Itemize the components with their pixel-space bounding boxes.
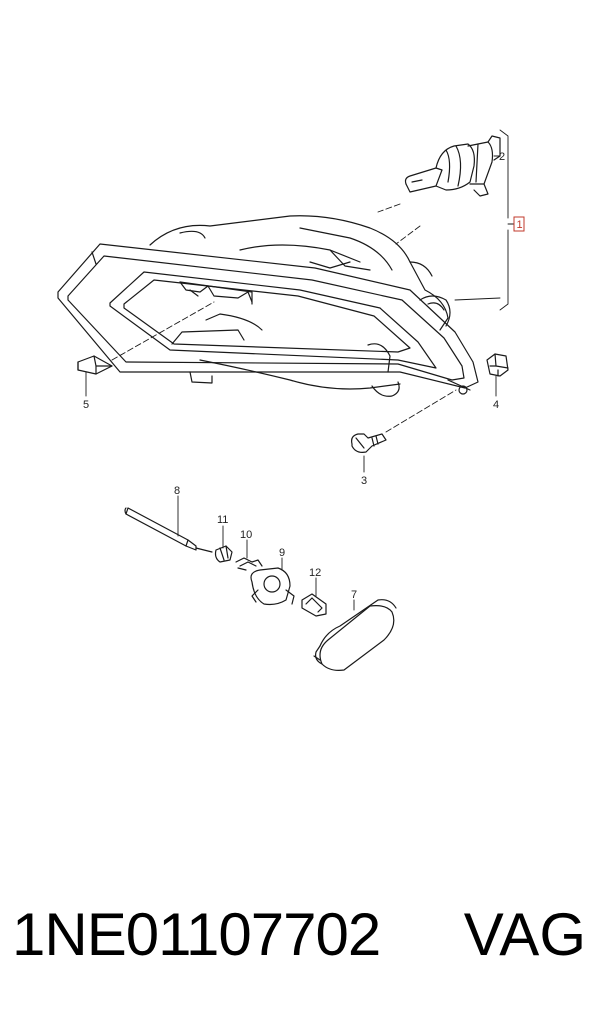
callout-11: 11 — [217, 514, 228, 526]
footer: 1NE01107702 VAG — [0, 895, 600, 975]
callout-1: 1 — [517, 219, 523, 231]
callout-3: 3 — [361, 475, 367, 487]
clip-nut — [486, 353, 509, 377]
brand-name: VAG — [463, 901, 586, 968]
part-number: 1NE01107702 — [12, 901, 381, 968]
callout-4: 4 — [493, 399, 499, 411]
callout-12: 12 — [309, 567, 321, 579]
wedge-bulb — [301, 593, 327, 617]
fog-lamp-housing — [57, 215, 479, 397]
callout-labels: 1 2 3 4 5 7 8 9 10 11 12 — [83, 151, 525, 601]
wiring-harness — [124, 507, 213, 553]
lamp-holder — [250, 567, 295, 606]
callout-10: 10 — [240, 529, 252, 541]
leader-lines — [85, 129, 515, 611]
spring-clip — [235, 557, 263, 571]
callout-8: 8 — [174, 485, 180, 497]
screw — [351, 433, 387, 453]
callout-2: 2 — [499, 151, 505, 163]
bulb-socket — [214, 545, 233, 563]
callout-9: 9 — [279, 547, 285, 559]
callout-7: 7 — [351, 589, 357, 601]
side-marker-lamp — [313, 599, 397, 671]
reference-box — [513, 216, 525, 232]
callout-5: 5 — [83, 399, 89, 411]
bulb-h8 — [404, 135, 501, 197]
pad — [77, 355, 113, 375]
